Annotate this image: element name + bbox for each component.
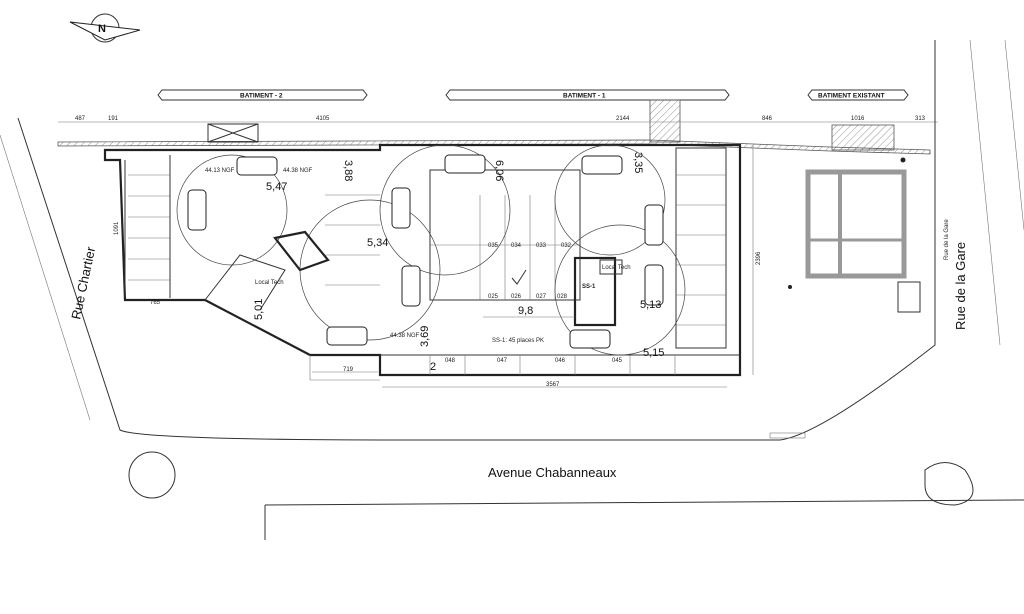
local-tech-room (599, 259, 623, 275)
banner-batiment-2: BATIMENT - 2 (157, 89, 368, 101)
clearance-5-15: 5,15 (643, 347, 664, 359)
spot-number: 032 (561, 243, 572, 249)
spot-number: 034 (511, 243, 522, 249)
car-icon (326, 326, 368, 346)
local-tech-label: Local Tech (602, 265, 631, 271)
spot-number: 048 (445, 358, 456, 364)
car-icon (569, 329, 611, 349)
dim-1016: 1016 (851, 116, 865, 122)
banner-batiment-existant: BATIMENT EXISTANT (807, 89, 909, 101)
spot-number: 033 (536, 243, 547, 249)
stalls-bottom (380, 354, 740, 375)
dim-191: 191 (108, 116, 119, 122)
spot-number: 026 (511, 294, 522, 300)
avenue-far-edge (264, 499, 1024, 506)
car-icon (391, 187, 411, 229)
stalls-left (128, 155, 171, 298)
batiment-1-label: BATIMENT - 1 (563, 93, 606, 100)
clearance-3-35: 3,35 (632, 152, 644, 173)
banner-batiment-1: BATIMENT - 1 (445, 89, 730, 101)
level-ngf: 44.38 NGF (283, 168, 313, 174)
spot-number: 045 (612, 358, 623, 364)
clearance-5-01: 5,01 (253, 299, 265, 320)
dim-719: 719 (343, 367, 354, 373)
stair-core-b2 (273, 230, 330, 272)
existing-building (788, 157, 921, 313)
car-icon (644, 204, 664, 246)
dim-765: 765 (150, 300, 161, 306)
clearance-5-47: 5,47 (266, 181, 287, 193)
spot-number: 047 (497, 358, 508, 364)
stair-core-ss1 (573, 256, 617, 327)
spot-number: 025 (488, 294, 499, 300)
dim-313: 313 (915, 116, 926, 122)
car-icon (644, 264, 664, 306)
street-curb-inner (17, 40, 936, 441)
street-rue-de-la-gare-small: Rue de la Gare (944, 219, 950, 260)
dim-846: 846 (762, 116, 773, 122)
spot-numbers: 035 034 033 032 025 026 027 028 048 047 … (445, 243, 623, 364)
existing-neighbour-hatch (831, 124, 895, 151)
level-ngf: 44.13 NGF (205, 168, 235, 174)
clearance-6-06: 6,06 (493, 160, 505, 181)
dim-4105: 4105 (316, 116, 330, 122)
batiment-2-label: BATIMENT - 2 (240, 93, 283, 100)
car-icon (401, 265, 421, 307)
car-icons (187, 154, 664, 349)
svg-text:N: N (98, 23, 106, 35)
north-arrow-icon: N (69, 13, 141, 43)
street-rue-de-la-gare: Rue de la Gare (953, 242, 968, 330)
spot-number: 035 (488, 243, 499, 249)
street-rue-chartier: Rue Chartier (68, 245, 98, 321)
car-icon (236, 156, 278, 176)
clearance-9-8: 9,8 (518, 305, 533, 317)
car-icon (581, 155, 623, 175)
neighbour-hatch (649, 99, 681, 143)
dim-487: 487 (75, 116, 86, 122)
roundabout-island (128, 451, 176, 499)
clearance-5-34: 5,34 (367, 237, 388, 249)
ramp (204, 254, 286, 311)
level-ngf: 44.38 NGF (390, 333, 420, 339)
spot-number: 046 (555, 358, 566, 364)
clearance-3-88: 3,88 (342, 160, 354, 181)
checkmark-icon (511, 269, 527, 285)
clearance-5-13: 5,13 (640, 299, 661, 311)
stalls-middle (325, 169, 581, 301)
parking-capacity-caption: SS-1: 45 places PK (492, 338, 544, 344)
dim-2396: 2396 (756, 251, 762, 265)
clearance-3-69: 3,69 (419, 326, 431, 347)
spot-number: 027 (536, 294, 547, 300)
local-tech-label-2: Local Tech (255, 280, 284, 286)
batiment-existant-label: BATIMENT EXISTANT (818, 93, 885, 100)
dim-1091: 1091 (114, 221, 120, 235)
dim-3567: 3567 (546, 382, 560, 388)
property-wall (57, 139, 931, 155)
clearance-2: 2 (430, 361, 436, 373)
rue-de-la-gare-edge (969, 39, 1001, 346)
stalls-right (675, 147, 727, 349)
car-icon (187, 189, 207, 231)
stair-label: SS-1 (582, 284, 596, 290)
traffic-island (924, 462, 974, 506)
car-icon (444, 154, 486, 174)
dim-2144: 2144 (616, 116, 630, 122)
spot-number: 028 (557, 294, 568, 300)
street-avenue-chabanneaux: Avenue Chabanneaux (488, 465, 617, 480)
void-box (207, 123, 259, 143)
